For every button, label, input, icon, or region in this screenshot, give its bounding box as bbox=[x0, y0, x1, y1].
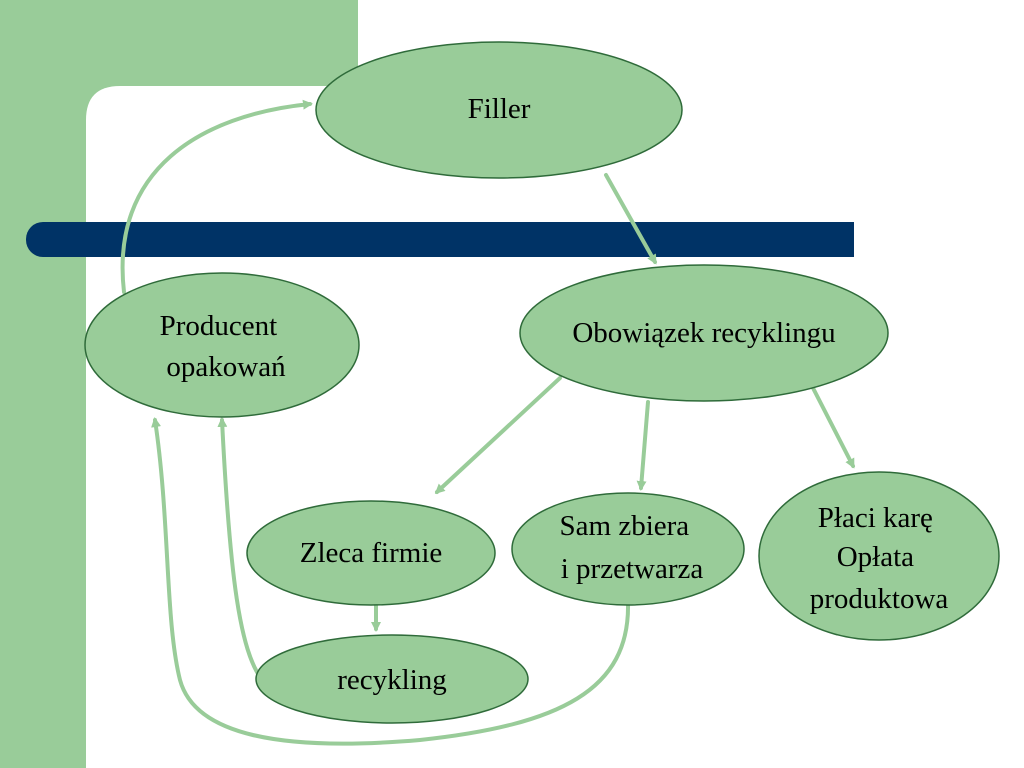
node-sam-line: Sam zbiera bbox=[560, 510, 690, 542]
node-recykling[interactable]: recykling bbox=[255, 634, 529, 724]
node-placi-line: produktowa bbox=[810, 583, 949, 615]
edge-producent-to-filler bbox=[120, 99, 313, 294]
diagram-edges bbox=[120, 99, 855, 746]
node-obowiazek-label: Obowiązek recyklingu bbox=[572, 317, 835, 349]
node-zleca-label: Zleca firmie bbox=[300, 537, 443, 569]
navy-bar-right-end bbox=[800, 222, 854, 257]
node-filler-label: Filler bbox=[468, 93, 531, 125]
edge-obowiazek-to-zleca bbox=[434, 376, 562, 495]
node-zleca[interactable]: Zleca firmie bbox=[246, 500, 496, 606]
edge-sam-to-producent bbox=[151, 417, 631, 746]
node-producent-line: opakowań bbox=[166, 351, 286, 383]
node-producent-line: Producent bbox=[160, 310, 278, 342]
node-placi-line: Płaci karę bbox=[818, 502, 933, 534]
node-producent-label: Producent opakowań bbox=[160, 310, 287, 383]
node-filler[interactable]: Filler bbox=[315, 41, 683, 179]
node-filler-line: Filler bbox=[468, 93, 531, 125]
edge-obowiazek-to-placi bbox=[811, 386, 855, 469]
node-placi-label: Płaci karę Opłata produktowa bbox=[810, 502, 949, 615]
white-content-panel bbox=[86, 86, 1024, 768]
node-placi-line: Opłata bbox=[837, 541, 914, 573]
node-placi[interactable]: Płaci karę Opłata produktowa bbox=[758, 471, 1000, 641]
edge-filler-to-obowiazek bbox=[604, 173, 657, 265]
navy-bar bbox=[26, 222, 854, 257]
edge-recykling-to-producent bbox=[217, 417, 264, 682]
node-zleca-line: Zleca firmie bbox=[300, 537, 443, 569]
node-sam[interactable]: Sam zbiera i przetwarza bbox=[511, 492, 745, 606]
edge-obowiazek-to-sam bbox=[636, 400, 650, 491]
node-obowiazek-line: Obowiązek recyklingu bbox=[572, 317, 835, 349]
node-recykling-label: recykling bbox=[337, 664, 447, 696]
node-producent[interactable]: Producent opakowań bbox=[84, 272, 360, 418]
node-sam-line: i przetwarza bbox=[561, 553, 704, 585]
node-obowiazek[interactable]: Obowiązek recyklingu bbox=[519, 264, 889, 402]
node-recykling-line: recykling bbox=[337, 664, 447, 696]
node-sam-label: Sam zbiera i przetwarza bbox=[560, 510, 704, 585]
